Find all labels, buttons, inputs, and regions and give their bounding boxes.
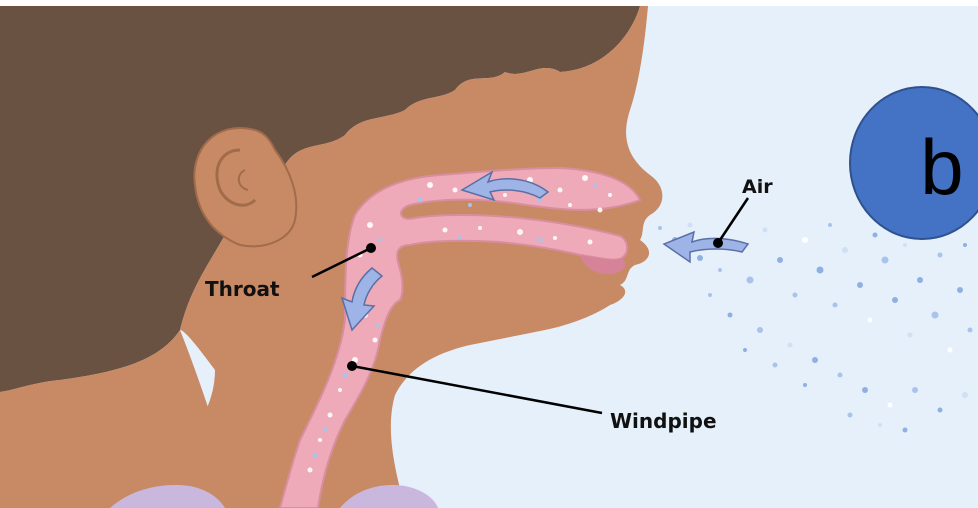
- top-border: [0, 0, 978, 6]
- label-air: Air: [742, 176, 773, 198]
- badge-letter: b: [920, 123, 963, 211]
- label-throat: Throat: [205, 277, 280, 301]
- label-windpipe: Windpipe: [610, 409, 717, 433]
